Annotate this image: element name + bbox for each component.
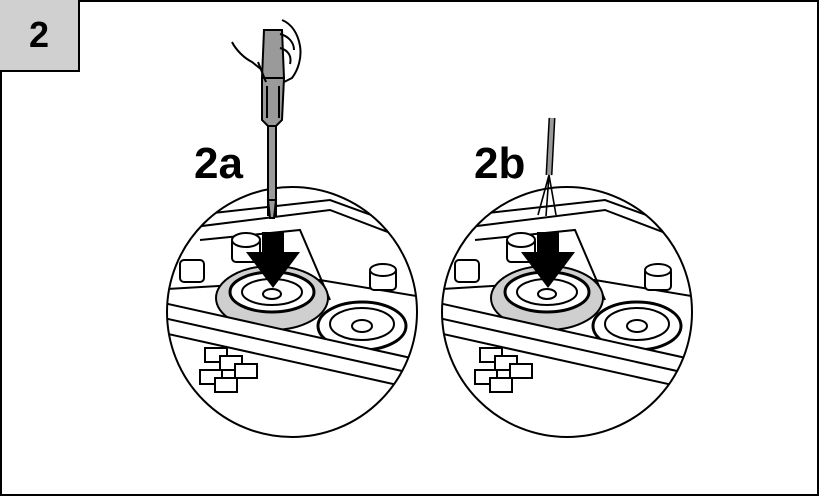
- detail-circle-2b: [441, 186, 693, 438]
- panel-2a-detail: [166, 186, 418, 438]
- terminal-block-2b: [474, 347, 533, 393]
- down-arrow-2a: [246, 232, 300, 288]
- panel-label-2b: 2b: [474, 139, 526, 188]
- terminal-block-2a: [199, 347, 258, 393]
- panel-label-2a: 2a: [194, 139, 243, 188]
- step-number: 2: [28, 14, 50, 55]
- cable-icon: [537, 117, 557, 217]
- down-arrow-2b: [521, 232, 575, 288]
- screwdriver-icon: [231, 19, 302, 219]
- panel-2b-detail: [441, 186, 693, 438]
- step-number-badge: 2: [0, 0, 80, 72]
- detail-circle-2a: [166, 186, 418, 438]
